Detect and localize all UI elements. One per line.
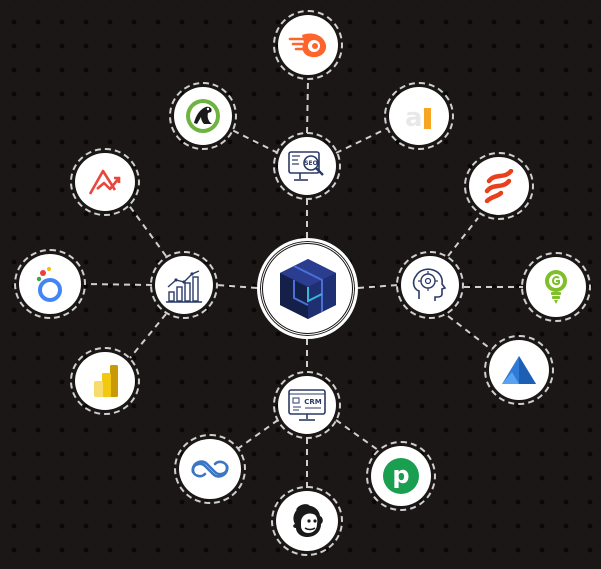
link-crm-pipedrive	[335, 419, 379, 451]
leaf-screaming-frog[interactable]	[169, 82, 237, 150]
link-seo-frog	[227, 127, 279, 154]
link-seo-semrush	[306, 79, 309, 134]
leaf-power-bi[interactable]	[70, 347, 140, 415]
crm-label: CRM	[304, 398, 322, 406]
link-center-ai	[357, 284, 399, 289]
seo-monitor-icon: SEO	[288, 151, 324, 181]
semrush-icon	[288, 33, 327, 58]
center-hub[interactable]	[257, 238, 358, 339]
seo-label: SEO	[304, 160, 318, 167]
leaf-pipedrive[interactable]: p	[366, 441, 436, 511]
ahrefs-letter: a	[405, 103, 423, 133]
analytics-chart-icon	[166, 270, 202, 303]
pyramid-icon	[502, 356, 536, 384]
leaf-ai-bulb[interactable]	[521, 252, 591, 322]
cube-logo-icon	[279, 258, 336, 319]
center-logo	[262, 243, 353, 334]
ai-bulb-icon	[545, 270, 567, 304]
ahrefs-icon: a	[405, 103, 431, 133]
leaf-pyramid[interactable]	[484, 335, 554, 405]
link-ai-pyramid	[447, 315, 493, 351]
zoho-crm-icon	[191, 460, 229, 478]
link-center-analytics	[216, 284, 258, 289]
pipedrive-letter: p	[392, 461, 409, 489]
link-analytics-powerbi	[129, 313, 167, 359]
ai-brain-icon	[412, 268, 447, 301]
hub-crm[interactable]: CRM	[273, 371, 341, 439]
leaf-semrush[interactable]	[273, 10, 343, 80]
trend-arrow-icon	[88, 169, 121, 195]
leaf-ahrefs[interactable]: a	[384, 82, 454, 150]
leaf-looker-studio[interactable]	[14, 249, 86, 319]
stacked-waves-icon	[484, 169, 514, 203]
mailchimp-icon	[293, 504, 323, 537]
looker-studio-icon	[36, 267, 62, 302]
link-seo-ahrefs	[335, 127, 389, 154]
leaf-stacked-waves[interactable]	[464, 152, 534, 220]
hub-ai[interactable]	[396, 251, 464, 319]
power-bi-icon	[94, 365, 118, 397]
hub-analytics[interactable]	[150, 251, 218, 319]
link-analytics-trend	[127, 203, 167, 257]
link-ai-waves	[447, 217, 479, 257]
crm-monitor-icon: CRM	[288, 389, 326, 421]
screaming-frog-icon	[186, 99, 220, 133]
leaf-mailchimp[interactable]	[271, 486, 343, 556]
leaf-zoho-crm[interactable]	[174, 434, 246, 504]
pipedrive-icon: p	[383, 458, 419, 494]
link-analytics-looker	[85, 283, 153, 286]
link-crm-zoho	[235, 419, 279, 451]
leaf-trend-arrow[interactable]	[70, 148, 140, 216]
hub-seo[interactable]: SEO	[273, 132, 341, 200]
